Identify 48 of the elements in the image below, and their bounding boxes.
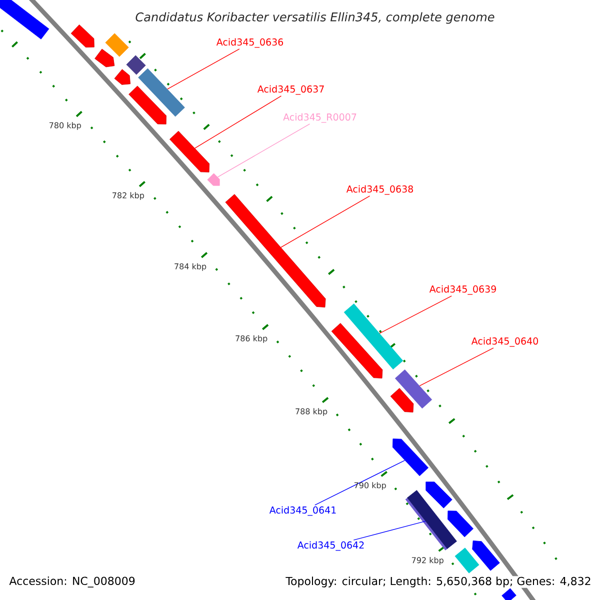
- gene-label: Acid345_0639: [429, 285, 496, 295]
- gene-bar: [502, 588, 516, 600]
- scale-label: 786 kbp: [236, 335, 268, 343]
- gene-bar: [454, 548, 480, 574]
- gene-block: [170, 130, 210, 172]
- gene-block: [70, 24, 94, 48]
- gene-label: Acid345_0638: [346, 185, 413, 195]
- leader-line: [353, 520, 426, 540]
- gene-bar: [394, 369, 432, 409]
- scale-label: 788 kbp: [296, 408, 328, 416]
- gene-bar: [138, 68, 185, 117]
- gene-block: [390, 388, 414, 412]
- gene-label: Acid345_0637: [257, 85, 324, 95]
- gene-block: [128, 86, 166, 124]
- scale-label: 782 kbp: [112, 192, 144, 200]
- scale-label: 780 kbp: [50, 122, 81, 130]
- gene-label: Acid345_0642: [297, 541, 364, 551]
- gene-block: [94, 48, 115, 68]
- leader-line: [419, 348, 494, 386]
- gene-bar: [344, 304, 404, 370]
- scale-label: 792 kbp: [412, 557, 444, 565]
- gene-bar: [405, 490, 457, 550]
- gene-block: [207, 173, 220, 186]
- gene-block: [426, 482, 452, 508]
- gene-bar: [126, 55, 146, 75]
- title: Candidatus Koribacter versatilis Ellin345, complete genome: [136, 12, 494, 24]
- scale-label: 784 kbp: [174, 263, 206, 271]
- accession-text: Accession: NC_008009: [9, 576, 135, 588]
- leader-line: [280, 196, 370, 248]
- gene-block: [448, 510, 474, 538]
- leader-line: [194, 96, 282, 149]
- gene-label: Acid345_0641: [269, 506, 336, 516]
- gene-block: [225, 194, 326, 308]
- leader-line: [167, 48, 240, 90]
- gene-bar: [105, 33, 129, 57]
- scale-label: 790 kbp: [354, 482, 386, 490]
- gene-bar: [0, 0, 50, 40]
- leader-line: [217, 124, 310, 178]
- gene-block: [392, 438, 429, 476]
- leader-line: [379, 296, 452, 334]
- gene-label: Acid345_R0007: [283, 113, 356, 123]
- summary-text: Topology: circular; Length: 5,650,368 bp; Genes: 4,832: [285, 576, 592, 588]
- gene-block: [331, 323, 383, 378]
- gene-block: [472, 540, 500, 571]
- gene-label: Acid345_0636: [216, 38, 284, 48]
- leader-line: [314, 460, 406, 506]
- gene-label: Acid345_0640: [471, 337, 538, 347]
- gene-block: [114, 69, 130, 85]
